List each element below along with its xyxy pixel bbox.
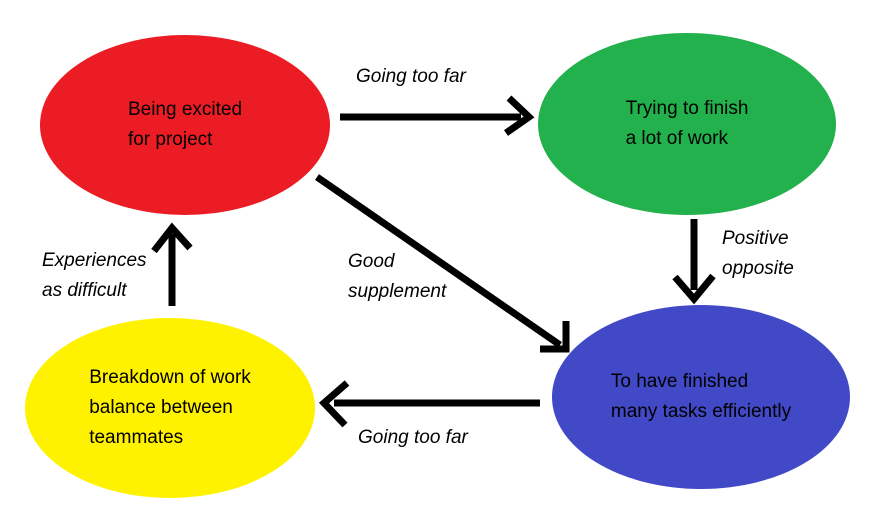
arrow-finished-to-breakdown: [318, 380, 540, 428]
edge-label-going-too-far-bottom: Going too far: [358, 427, 468, 448]
node-finished-many-tasks-label: To have finished many tasks efficiently: [610, 371, 792, 422]
node-trying-to-finish: Trying to finish a lot of work: [538, 33, 836, 215]
node-being-excited: Being excited for project: [40, 35, 330, 215]
edge-label-good-supplement: Good supplement: [348, 251, 447, 302]
node-being-excited-label: Being excited for project: [127, 99, 243, 150]
node-breakdown-of-work-label: Breakdown of work balance between teamma…: [89, 367, 251, 448]
arrow-excited-to-trying: [340, 95, 535, 136]
edge-label-positive-opposite: Positive opposite: [722, 228, 794, 279]
arrow-trying-to-finished: [672, 219, 716, 305]
arrow-excited-to-finished: [315, 174, 570, 353]
node-finished-many-tasks: To have finished many tasks efficiently: [552, 305, 850, 489]
arrow-breakdown-to-excited: [151, 222, 193, 306]
edge-label-going-too-far-top: Going too far: [356, 66, 466, 87]
edge-label-experiences-as-difficult: Experiences as difficult: [42, 250, 147, 301]
arrow-group: [151, 95, 716, 428]
node-trying-to-finish-label: Trying to finish a lot of work: [625, 98, 749, 149]
node-breakdown-of-work: Breakdown of work balance between teamma…: [25, 318, 315, 498]
